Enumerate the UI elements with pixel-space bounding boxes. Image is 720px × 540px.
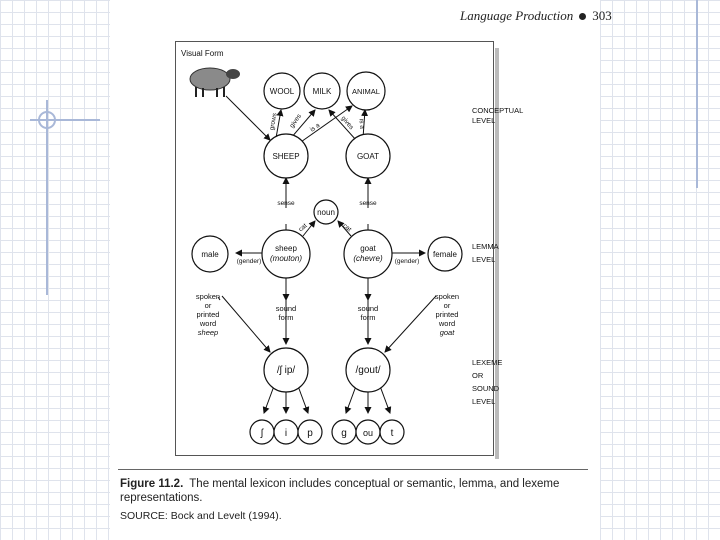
edge-label-gender-left: (gender) — [237, 258, 262, 265]
spoken-left-1: spoken — [196, 292, 220, 301]
sound-form-left-line2: form — [279, 313, 294, 322]
label-phoneme-g: g — [341, 428, 347, 439]
spoken-left-4: word — [199, 319, 216, 328]
node-goat-lexeme — [345, 347, 391, 393]
level-lemma-2: LEVEL — [472, 255, 495, 264]
caption-rule — [118, 469, 588, 470]
level-lexeme-4: LEVEL — [472, 397, 495, 406]
visual-form-label: Visual Form — [181, 49, 224, 58]
label-sheep-concept: SHEEP — [272, 152, 299, 161]
decorative-ring — [38, 111, 56, 129]
label-wool: WOOL — [270, 87, 295, 96]
node-goat-lemma — [343, 229, 393, 279]
node-sheep-lemma — [261, 229, 311, 279]
node-female — [427, 236, 463, 272]
edge-label-is-a-goat: is a — [358, 119, 366, 130]
edge-label-sense-right: sense — [359, 200, 377, 207]
label-goat-lemma: goat — [360, 244, 376, 253]
lemma-to-lexeme-edges — [282, 272, 372, 301]
label-phoneme-t: t — [391, 428, 394, 439]
edge-label-sense-left: sense — [277, 200, 295, 207]
level-conceptual-1: CONCEPTUAL — [472, 106, 523, 115]
level-lexeme-1: LEXEME — [472, 358, 502, 367]
label-goat-lexeme: /gout/ — [355, 365, 380, 376]
spoken-right-4: word — [438, 319, 455, 328]
spoken-left-5: sheep — [198, 328, 218, 337]
label-sheep-lexeme: /ʃ ip/ — [277, 365, 296, 376]
level-lexeme-2: OR — [472, 371, 484, 380]
level-conceptual-2: LEVEL — [472, 116, 495, 125]
bullet-icon — [579, 13, 587, 21]
label-phoneme-sh: ʃ — [260, 428, 264, 439]
spoken-right-1: spoken — [435, 292, 459, 301]
label-animal: ANIMAL — [352, 87, 380, 96]
spoken-left-3: printed — [197, 310, 220, 319]
spoken-right-5: goat — [440, 328, 456, 337]
node-noun — [313, 199, 339, 225]
label-phoneme-p: p — [307, 428, 313, 439]
label-goat-concept: GOAT — [357, 152, 379, 161]
label-phoneme-i: i — [285, 428, 287, 439]
label-milk: MILK — [313, 87, 332, 96]
node-animal — [346, 71, 386, 111]
edge-label-cat-left: cat — [297, 222, 308, 233]
node-sheep-lexeme — [263, 347, 309, 393]
caption-text: The mental lexicon includes conceptual o… — [120, 478, 560, 504]
label-noun: noun — [317, 208, 335, 217]
spoken-right-2: or — [444, 301, 451, 310]
label-male: male — [201, 250, 219, 259]
label-goat-french: (chevre) — [353, 254, 383, 263]
figure-source: SOURCE: Bock and Levelt (1994). — [120, 510, 282, 522]
decorative-line — [30, 119, 100, 121]
node-phoneme — [297, 419, 323, 445]
spoken-left-2: or — [205, 301, 212, 310]
node-goat-concept — [345, 133, 391, 179]
page-number: 303 — [592, 8, 612, 23]
header-title: Language Production — [460, 8, 574, 23]
node-wool — [263, 72, 301, 110]
label-sheep-lemma: sheep — [275, 244, 297, 253]
label-phoneme-ou: ou — [363, 428, 373, 438]
node-phoneme — [379, 419, 405, 445]
edge-label-cat-right: cat — [341, 222, 352, 233]
sound-form-right-line2: form — [361, 313, 376, 322]
node-milk — [303, 72, 341, 110]
level-lexeme-3: SOUND — [472, 384, 500, 393]
edge-label-grows: grows — [269, 112, 279, 131]
sheep-illustration — [189, 67, 240, 97]
edge-label-gives-goat: gives — [340, 115, 356, 132]
edge-label-is-a: is a — [309, 122, 322, 134]
label-sheep-french: (mouton) — [270, 254, 302, 263]
node-sheep-concept — [263, 133, 309, 179]
decorative-line — [696, 0, 698, 188]
figure-caption: Figure 11.2.The mental lexicon includes … — [120, 477, 590, 505]
level-lemma-1: LEMMA — [472, 242, 499, 251]
node-male — [191, 235, 229, 273]
spoken-right-3: printed — [436, 310, 459, 319]
sound-form-right-line1: sound — [358, 304, 378, 313]
caption-label: Figure 11.2. — [120, 478, 184, 490]
label-female: female — [433, 250, 458, 259]
edge-label-gender-right: (gender) — [395, 258, 420, 265]
conceptual-edges — [221, 95, 437, 414]
sound-form-left-line1: sound — [276, 304, 296, 313]
decorative-line — [46, 100, 48, 295]
page-header: Language Production 303 — [460, 8, 612, 24]
